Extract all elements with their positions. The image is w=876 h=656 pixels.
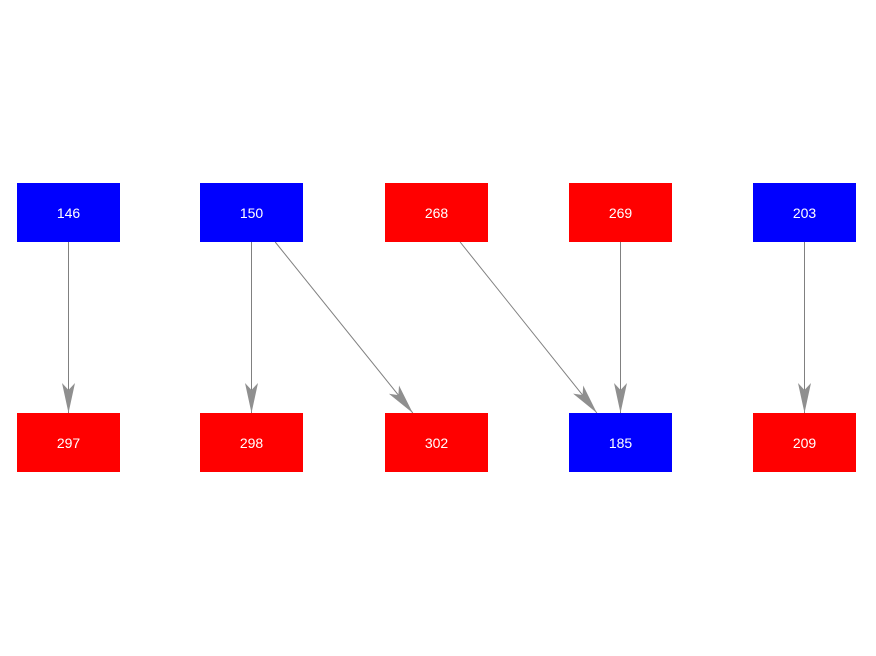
arrowhead-icon bbox=[245, 383, 258, 413]
diagram-node-298: 298 bbox=[200, 413, 303, 472]
arrowhead-icon bbox=[573, 385, 597, 413]
node-label: 298 bbox=[239, 434, 264, 451]
node-label: 302 bbox=[424, 434, 449, 451]
arrowhead-icon bbox=[388, 385, 413, 413]
diagram-node-185: 185 bbox=[569, 413, 672, 472]
diagram-node-268: 268 bbox=[385, 183, 488, 242]
node-label: 185 bbox=[608, 434, 633, 451]
node-label: 146 bbox=[56, 204, 81, 221]
node-label: 209 bbox=[792, 434, 817, 451]
node-label: 297 bbox=[56, 434, 81, 451]
node-label: 203 bbox=[792, 204, 817, 221]
diagram-node-269: 269 bbox=[569, 183, 672, 242]
diagram-node-209: 209 bbox=[753, 413, 856, 472]
diagram-node-302: 302 bbox=[385, 413, 488, 472]
diagram-node-297: 297 bbox=[17, 413, 120, 472]
node-label: 150 bbox=[239, 204, 264, 221]
edge-arrow-268-to-185 bbox=[459, 241, 598, 414]
edge-arrow-146-to-297 bbox=[62, 242, 75, 413]
diagram-node-150: 150 bbox=[200, 183, 303, 242]
diagram-node-203: 203 bbox=[753, 183, 856, 242]
node-label: 269 bbox=[608, 204, 633, 221]
edge-line bbox=[274, 241, 414, 414]
arrowhead-icon bbox=[62, 383, 75, 413]
edge-arrow-150-to-298 bbox=[245, 242, 258, 413]
edge-arrow-150-to-302 bbox=[274, 241, 414, 414]
arrowhead-icon bbox=[614, 383, 627, 413]
edge-arrow-203-to-209 bbox=[798, 242, 811, 413]
edge-arrow-269-to-185 bbox=[614, 242, 627, 413]
edge-line bbox=[459, 241, 598, 414]
diagram-node-146: 146 bbox=[17, 183, 120, 242]
node-label: 268 bbox=[424, 204, 449, 221]
arrowhead-icon bbox=[798, 383, 811, 413]
